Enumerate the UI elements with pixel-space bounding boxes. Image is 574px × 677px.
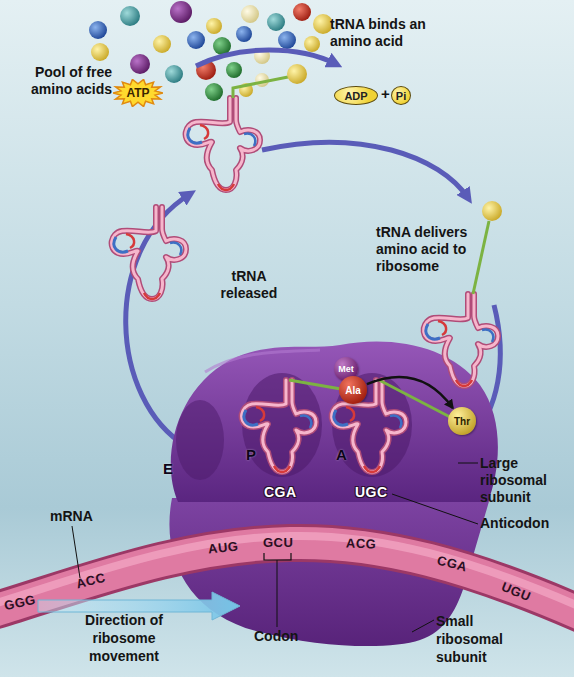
- amino-acid-ball: Thr: [448, 407, 476, 435]
- amino-acid-ball: [165, 65, 183, 83]
- amino-acid-ball: [241, 5, 259, 23]
- leader-line: [392, 494, 478, 524]
- direction-label: Direction of ribosome movement: [68, 611, 180, 665]
- trna-molecule: [186, 98, 260, 190]
- node-text: ATP: [126, 86, 149, 100]
- leader-line: [458, 463, 478, 464]
- amino-acid-ball: [482, 201, 502, 221]
- acceptor-stem: [233, 77, 288, 98]
- step-label: tRNA delivers amino acid to ribosome: [376, 224, 482, 275]
- amino-acid-ball: [205, 83, 223, 101]
- cycle-arrow: [262, 142, 468, 198]
- ribosome-site: [332, 373, 412, 477]
- step-label: tRNA binds an amino acid: [330, 16, 455, 50]
- acceptor-stem: [289, 380, 341, 389]
- adp-oval: ADP: [334, 86, 378, 105]
- process-label: Pool of free amino acids: [12, 64, 112, 98]
- amino-acid-ball: [287, 64, 307, 84]
- codon-text: AUG: [207, 538, 239, 556]
- amino-acid-ball: [89, 21, 107, 39]
- acceptor-stem: [473, 221, 489, 294]
- leader-line: [412, 620, 434, 632]
- plus-sign: +: [381, 85, 390, 102]
- amino-acid-ball: [170, 1, 192, 23]
- node-text: Ala: [345, 385, 361, 396]
- starburst-shape: [113, 79, 163, 106]
- codon-text: GCU: [263, 535, 293, 550]
- node-text: ADP: [344, 90, 367, 102]
- acceptor-stem: [379, 380, 450, 417]
- amino-acid-ball: [91, 43, 109, 61]
- amino-acid-ball: [130, 54, 150, 74]
- site-letter: P: [246, 446, 256, 463]
- amino-acid-ball: [120, 6, 140, 26]
- amino-acid-ball: [206, 18, 222, 34]
- node-text: Pi: [396, 90, 406, 102]
- part-label: Large ribosomal subunit: [480, 455, 568, 506]
- amino-acid-ball: [226, 62, 242, 78]
- amino-acid-ball: [278, 31, 296, 49]
- amino-acid-ball: [293, 3, 311, 21]
- amino-acid-ball: [187, 31, 205, 49]
- part-label: Small ribosomal subunit: [436, 612, 526, 666]
- ribosome-site: [242, 373, 322, 477]
- ribosome-highlight: [205, 350, 320, 372]
- node-text: Thr: [454, 416, 470, 427]
- amino-acid-ball: Ala: [339, 376, 367, 404]
- cycle-arrow: [196, 50, 336, 66]
- step-label: tRNA released: [213, 268, 285, 302]
- transfer-arrow: [367, 377, 453, 408]
- amino-acid-ball: [153, 35, 171, 53]
- trna-molecule: [112, 207, 186, 299]
- part-label: Anticodon: [480, 515, 549, 532]
- trna-molecule: [424, 294, 498, 386]
- amino-acid-ball: [267, 13, 285, 31]
- atp-starburst: ATP: [113, 79, 163, 107]
- phosphate-circle: Pi: [391, 86, 411, 105]
- leader-line: [277, 560, 278, 627]
- leader-line: [72, 526, 80, 578]
- codon-bracket: [264, 553, 291, 560]
- amino-acid-ball: [236, 26, 252, 42]
- part-label: Codon: [254, 628, 298, 645]
- anticodon-text: UGC: [355, 484, 388, 500]
- amino-acid-ball: [304, 36, 320, 52]
- anticodon-text: CGA: [264, 484, 297, 500]
- codon-text: ACG: [346, 535, 377, 551]
- site-letter: A: [336, 446, 347, 463]
- ribosome-site: [176, 400, 224, 480]
- node-text: Met: [338, 364, 354, 374]
- site-letter: E: [163, 460, 173, 477]
- part-label: mRNA: [50, 508, 93, 525]
- trna-molecule: [242, 380, 316, 472]
